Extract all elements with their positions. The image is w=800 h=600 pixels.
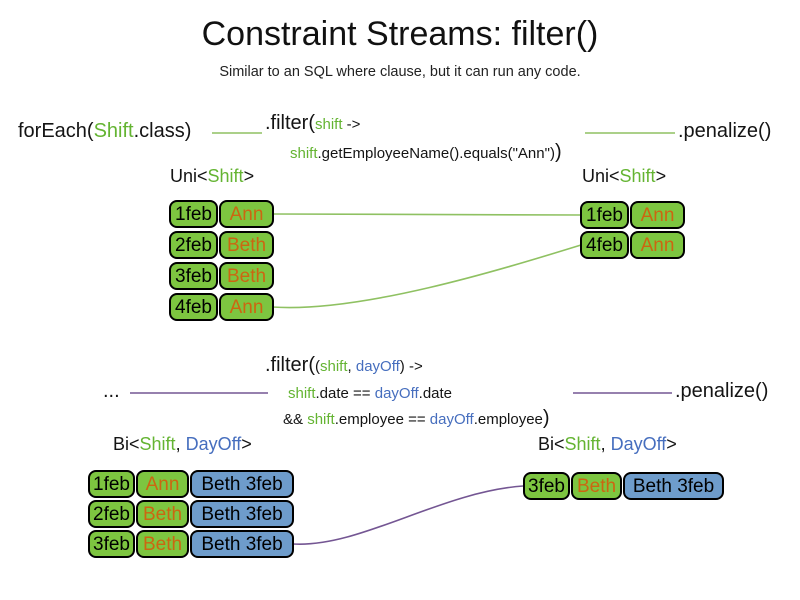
- code-open-paren: (: [315, 358, 320, 375]
- code-filter-uni-line1: .filter(shift ->: [265, 112, 360, 135]
- code-penalize-bottom: .penalize(): [675, 380, 769, 402]
- date-cell: 2feb: [169, 231, 218, 259]
- date-cell: 3feb: [523, 472, 570, 500]
- table-row: 2feb Beth: [169, 231, 274, 259]
- name-cell: Ann: [219, 293, 274, 321]
- table-row: 1feb Ann: [580, 201, 685, 229]
- code-filter-bi-line1: .filter((shift, dayOff) ->: [265, 354, 423, 377]
- code-comma: ,: [347, 358, 356, 375]
- code-filter-uni-line2: shift.getEmployeeName().equals("Ann")): [290, 141, 562, 164]
- label-text: Bi<: [113, 434, 140, 454]
- label-text: >: [241, 434, 252, 454]
- name-cell: Beth: [219, 262, 274, 290]
- code-foreach: forEach(Shift.class): [18, 120, 191, 143]
- code-close-paren: ): [554, 141, 562, 163]
- name-cell: Ann: [136, 470, 189, 498]
- name-cell: Beth: [136, 500, 189, 528]
- label-type-shift: Shift: [564, 434, 601, 454]
- code-penalize-top: .penalize(): [678, 120, 772, 142]
- table-row: 1feb Ann Beth 3feb: [88, 470, 294, 498]
- name-cell: Ann: [630, 201, 685, 229]
- code-filter-bi-line2: shift.date == dayOff.date: [288, 385, 452, 402]
- code-var-dayoff: dayOff: [374, 385, 419, 402]
- code-text: .employee: [473, 411, 543, 428]
- connector-uni-4feb: [271, 244, 582, 309]
- code-text: .date: [418, 385, 453, 402]
- pair-cell: Beth 3feb: [190, 470, 294, 498]
- date-cell: 3feb: [88, 530, 135, 558]
- label-text: Uni<: [582, 166, 620, 186]
- code-text: .filter(: [265, 112, 315, 134]
- date-cell: 4feb: [169, 293, 218, 321]
- connector-uni-1feb: [271, 213, 582, 216]
- date-cell: 2feb: [88, 500, 135, 528]
- bi-right-label: Bi<Shift, DayOff>: [538, 434, 677, 455]
- label-text: >: [655, 166, 667, 186]
- table-row: 3feb Beth: [169, 262, 274, 290]
- code-var-shift: shift: [288, 385, 316, 402]
- label-text: >: [666, 434, 677, 454]
- code-param-dayoff: dayOff: [355, 358, 400, 375]
- date-cell: 3feb: [169, 262, 218, 290]
- subtitle: Similar to an SQL where clause, but it c…: [219, 64, 581, 80]
- code-amp: &&: [283, 411, 308, 428]
- code-close-paren: ): [542, 407, 550, 429]
- page-title: Constraint Streams: filter(): [201, 15, 599, 53]
- name-cell: Beth: [219, 231, 274, 259]
- code-var-dayoff: dayOff: [429, 411, 474, 428]
- code-text: .employee ==: [334, 411, 430, 428]
- label-text: >: [243, 166, 255, 186]
- code-var-shift: shift: [290, 145, 318, 162]
- uni-left-table: 1feb Ann 2feb Beth 3feb Beth 4feb Ann: [169, 200, 274, 321]
- pair-cell: Beth 3feb: [190, 500, 294, 528]
- bi-left-table: 1feb Ann Beth 3feb 2feb Beth Beth 3feb 3…: [88, 470, 294, 558]
- code-arrow: ) ->: [399, 358, 423, 375]
- label-type-shift: Shift: [207, 166, 244, 186]
- code-text: .getEmployeeName().equals("Ann"): [317, 145, 555, 162]
- table-row: 4feb Ann: [169, 293, 274, 321]
- label-text: ,: [600, 434, 611, 454]
- code-text: .date ==: [315, 385, 375, 402]
- label-type-dayoff: DayOff: [610, 434, 667, 454]
- uni-right-table: 1feb Ann 4feb Ann: [580, 201, 685, 259]
- label-text: ,: [175, 434, 186, 454]
- uni-left-label: Uni<Shift>: [170, 166, 254, 187]
- date-cell: 1feb: [88, 470, 135, 498]
- date-cell: 1feb: [580, 201, 629, 229]
- bi-left-label: Bi<Shift, DayOff>: [113, 434, 252, 455]
- name-cell: Ann: [630, 231, 685, 259]
- pair-cell: Beth 3feb: [623, 472, 724, 500]
- table-row: 3feb Beth Beth 3feb: [88, 530, 294, 558]
- pair-cell: Beth 3feb: [190, 530, 294, 558]
- table-row: 4feb Ann: [580, 231, 685, 259]
- code-text: .class): [133, 120, 192, 142]
- label-text: Bi<: [538, 434, 565, 454]
- table-row: 3feb Beth Beth 3feb: [523, 472, 724, 500]
- code-text: .filter(: [265, 354, 315, 376]
- name-cell: Beth: [571, 472, 622, 500]
- code-arrow: ->: [342, 116, 361, 133]
- label-text: Uni<: [170, 166, 208, 186]
- name-cell: Ann: [219, 200, 274, 228]
- table-row: 2feb Beth Beth 3feb: [88, 500, 294, 528]
- table-row: 1feb Ann: [169, 200, 274, 228]
- uni-right-label: Uni<Shift>: [582, 166, 666, 187]
- code-param-shift: shift: [315, 116, 343, 133]
- code-class-shift: Shift: [93, 120, 134, 142]
- code-param-shift: shift: [320, 358, 348, 375]
- code-var-shift: shift: [307, 411, 335, 428]
- code-text: forEach(: [18, 120, 94, 142]
- label-type-dayoff: DayOff: [185, 434, 242, 454]
- connector-bi-3feb: [292, 485, 524, 545]
- code-dots: ...: [103, 380, 120, 402]
- code-filter-bi-line3: && shift.employee == dayOff.employee): [283, 407, 550, 430]
- name-cell: Beth: [136, 530, 189, 558]
- date-cell: 1feb: [169, 200, 218, 228]
- label-type-shift: Shift: [619, 166, 656, 186]
- bi-right-table: 3feb Beth Beth 3feb: [523, 472, 724, 500]
- label-type-shift: Shift: [139, 434, 176, 454]
- date-cell: 4feb: [580, 231, 629, 259]
